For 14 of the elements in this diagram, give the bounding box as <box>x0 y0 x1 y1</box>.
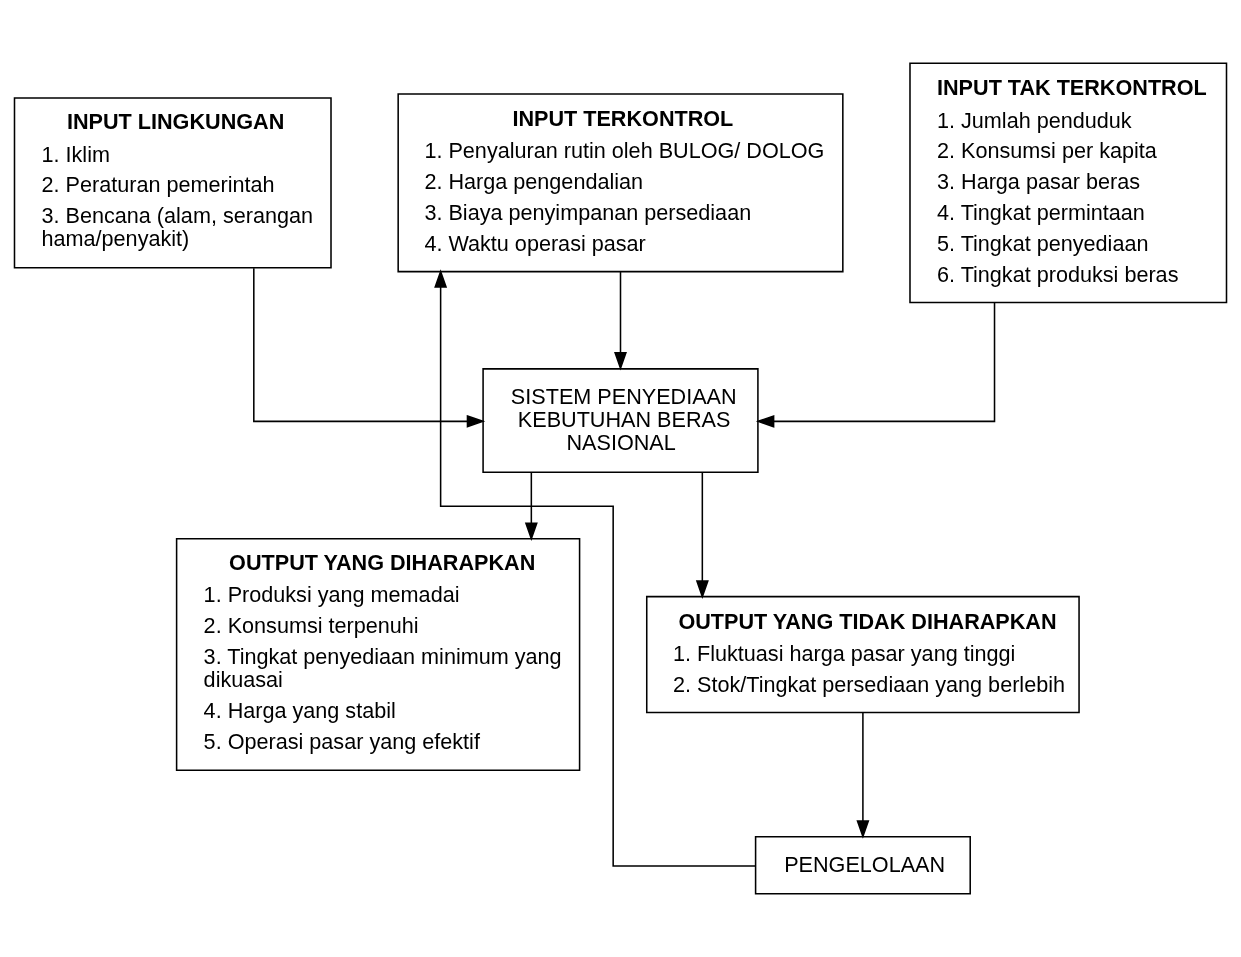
node-box: SISTEM PENYEDIAAN KEBUTUHAN BERAS NASIONAL <box>482 368 759 474</box>
arrow <box>434 269 757 867</box>
node-box: OUTPUT YANG DIHARAPKAN 1. Produksi yang memadai 2. Konsumsi terpenuhi 3. Tingkat penyediaan minimum yang dikuasai 4. Harga yang stabil 5. Operasi pasar yang efektif <box>175 537 581 772</box>
node-box: INPUT TAK TERKONTROL 1. Jumlah penduduk 2. Konsumsi per kapita 3. Harga pasar beras 4. Tingkat permintaan 5. Tingkat penyediaan 6. Tingkat produksi beras <box>909 62 1228 304</box>
arrow <box>755 302 996 428</box>
arrow <box>695 471 709 599</box>
node-box: OUTPUT YANG TIDAK DIHARAPKAN 1. Fluktuasi harga pasar yang tinggi 2. Stok/Tingkat persediaan yang berlebih <box>646 595 1080 714</box>
arrow <box>524 471 538 541</box>
node-box: INPUT TERKONTROL 1. Penyaluran rutin oleh BULOG/ DOLOG 2. Harga pengendalian 3. Biaya penyimpanan persediaan 4. Waktu operasi pasar <box>397 93 844 273</box>
node-box: INPUT LINGKUNGAN 1. Iklim 2. Peraturan pemerintah 3. Bencana (alam, serangan hama/penyakit) <box>13 97 332 269</box>
node-box: PENGELOLAAN <box>754 835 971 895</box>
arrow <box>253 267 486 428</box>
arrow <box>856 711 870 839</box>
arrow <box>614 271 627 371</box>
